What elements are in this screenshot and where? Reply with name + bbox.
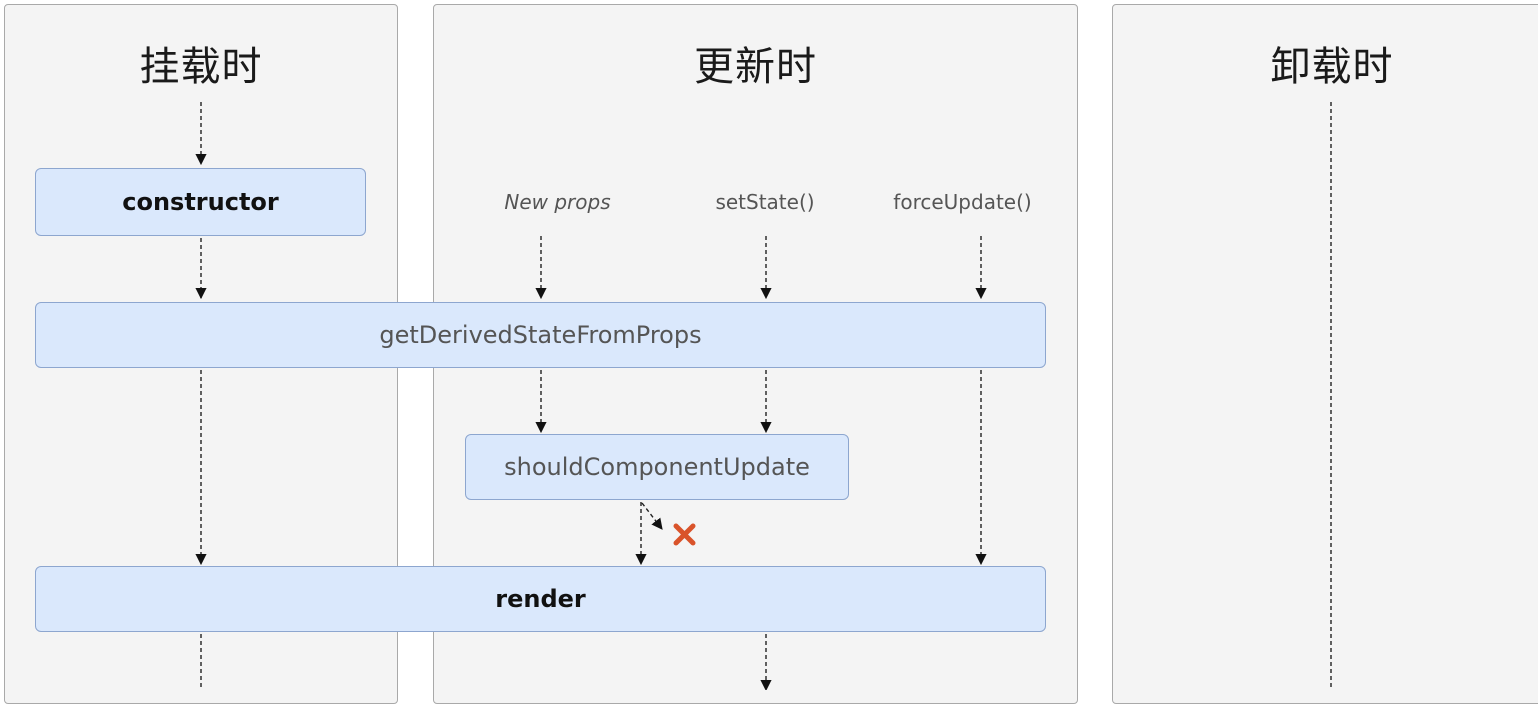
should-component-update-box: shouldComponentUpdate <box>465 434 849 500</box>
x-icon <box>673 523 696 546</box>
update-phase-title: 更新时 <box>694 44 817 90</box>
unmount-phase-panel <box>1112 4 1538 704</box>
render-box: render <box>35 566 1046 632</box>
trigger-new-props: New props <box>504 190 611 214</box>
get-derived-state-from-props-box: getDerivedStateFromProps <box>35 302 1046 368</box>
constructor-label: constructor <box>122 188 279 216</box>
get-derived-state-from-props-label: getDerivedStateFromProps <box>379 321 702 349</box>
render-label: render <box>495 585 586 613</box>
arrow-scu-to-cancel <box>641 502 663 530</box>
trigger-set-state: setState() <box>715 190 815 214</box>
unmount-phase-title: 卸载时 <box>1270 44 1394 90</box>
should-component-update-label: shouldComponentUpdate <box>504 453 810 481</box>
mount-phase-title: 挂载时 <box>139 44 263 90</box>
constructor-box: constructor <box>35 168 366 236</box>
trigger-force-update: forceUpdate() <box>893 190 1032 214</box>
